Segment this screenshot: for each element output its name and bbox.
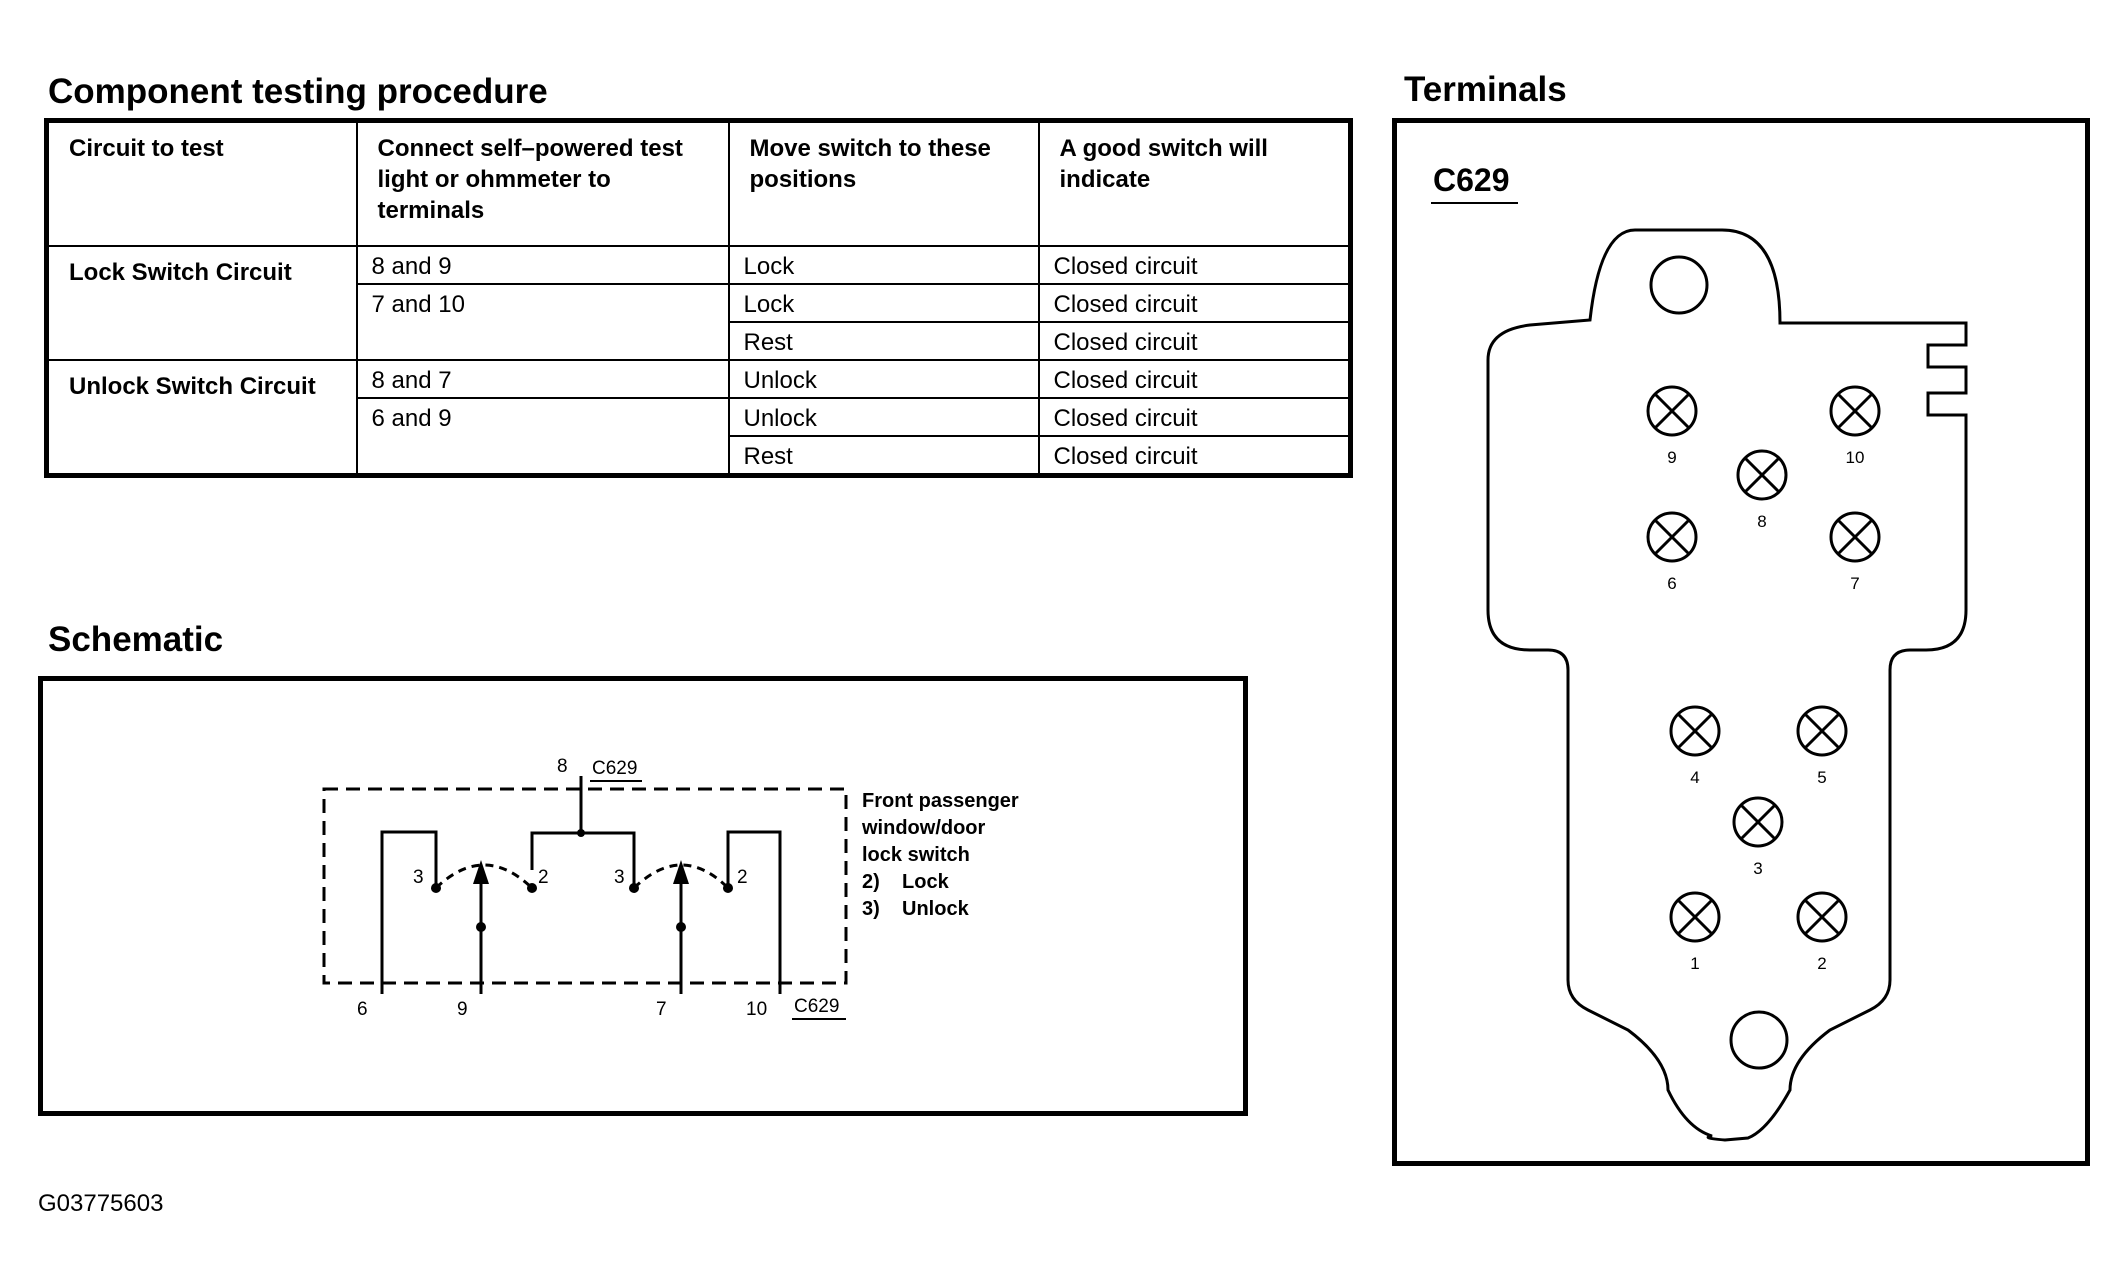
position-cell: Lock: [727, 245, 1040, 285]
table-header-row: Circuit to test Connect self–powered tes…: [45, 119, 1352, 247]
terminal-pin-1: 1: [1669, 891, 1721, 973]
terminal-pin-label: 1: [1690, 954, 1699, 973]
position-cell: Unlock: [727, 359, 1040, 399]
switch-description-line: 2) Lock: [862, 871, 950, 893]
terminals-cell: 7 and 10: [355, 283, 730, 361]
contact-dot: [723, 883, 733, 893]
terminal-pin-9: 9: [1646, 385, 1698, 467]
terminal-pin-label: 6: [1667, 574, 1676, 593]
junction-dot: [577, 829, 585, 837]
switch-description-line: lock switch: [862, 844, 970, 866]
result-cell: Closed circuit: [1037, 283, 1352, 323]
terminal-pin-label: 8: [1757, 512, 1766, 531]
terminal-pin-label: 9: [1667, 448, 1676, 467]
contact-dot: [629, 883, 639, 893]
pin-label: 7: [656, 999, 667, 1020]
column-header: Move switch to these positions: [727, 119, 1040, 247]
position-cell: Lock: [727, 283, 1040, 323]
contact-label: 2: [737, 867, 748, 888]
result-cell: Closed circuit: [1037, 245, 1352, 285]
terminal-pin-label: 7: [1850, 574, 1859, 593]
connector-face-diagram: C629 9 10 8 6 7 4 5 3 1 2: [1431, 162, 1968, 1142]
result-cell: Closed circuit: [1037, 359, 1352, 399]
terminals-cell: 8 and 7: [355, 359, 730, 399]
result-cell: Closed circuit: [1037, 321, 1352, 361]
terminal-pin-label: 10: [1846, 448, 1865, 467]
terminal-pin-10: 10: [1829, 385, 1881, 467]
terminal-pin-label: 5: [1817, 768, 1826, 787]
switch-description-line: 3) Unlock: [862, 898, 970, 920]
terminal-pin-8: 8: [1736, 449, 1788, 531]
junction-dot: [476, 922, 486, 932]
pin-label: 8: [557, 756, 568, 777]
junction-dot: [676, 922, 686, 932]
right-wiper-arrow: [673, 860, 689, 884]
circuit-name: Lock Switch Circuit: [45, 245, 358, 361]
switch-housing-outline: [322, 787, 848, 985]
terminal-pin-label: 4: [1690, 768, 1699, 787]
pin-label: 9: [457, 999, 468, 1020]
connector-outline: [1486, 228, 1968, 1142]
terminal-pin-4: 4: [1669, 705, 1721, 787]
terminal-pin-label: 3: [1753, 859, 1762, 878]
pin-label: 6: [357, 999, 368, 1020]
schematic-panel: 8 C629 3 2 3 2 6 9 7 10 C629 Front passe…: [38, 676, 1248, 1116]
connector-label: C629: [794, 996, 839, 1017]
pin-label: 10: [746, 999, 767, 1020]
switch-description-line: Front passenger: [862, 790, 1019, 812]
table-row: 6 and 9 Unlock Closed circuit: [47, 397, 1352, 477]
table-row: Lock Switch Circuit 8 and 9 Lock Closed …: [45, 245, 1352, 361]
result-cell: Closed circuit: [1037, 435, 1352, 477]
result-cell: Closed circuit: [1037, 397, 1352, 437]
contact-label: 3: [614, 867, 625, 888]
mounting-hole: [1649, 255, 1709, 315]
pin-6-wire: [380, 830, 438, 994]
contact-dot: [527, 883, 537, 893]
pin-10-wire: [726, 830, 782, 994]
terminal-pin-2: 2: [1796, 891, 1848, 973]
procedure-title: Component testing procedure: [48, 72, 548, 111]
schematic-diagram: 8 C629 3 2 3 2 6 9 7 10 C629 Front passe…: [322, 756, 1019, 1020]
contact-dot: [431, 883, 441, 893]
position-cell: Rest: [727, 321, 1040, 361]
terminals-panel: C629 9 10 8 6 7 4 5 3 1 2: [1392, 118, 2090, 1166]
left-wiper-arrow: [473, 860, 489, 884]
table-row: Rest Closed circuit: [47, 435, 1352, 477]
terminals-cell: 8 and 9: [355, 245, 730, 285]
position-cell: Rest: [727, 435, 1040, 477]
terminal-pin-label: 2: [1817, 954, 1826, 973]
terminals-title: Terminals: [1404, 70, 1567, 109]
table-row: Unlock Switch Circuit 8 and 7 Unlock Clo…: [45, 359, 1352, 477]
terminal-pin-6: 6: [1646, 511, 1698, 593]
column-header: A good switch will indicate: [1037, 119, 1352, 247]
switch-description-line: window/door: [861, 817, 986, 839]
table-row: Rest Closed circuit: [47, 321, 1352, 361]
contact-label: 3: [413, 867, 424, 888]
mounting-hole: [1729, 1010, 1789, 1070]
terminal-pin-5: 5: [1796, 705, 1848, 787]
column-header: Circuit to test: [45, 119, 358, 247]
terminal-pin-7: 7: [1829, 511, 1881, 593]
terminals-cell: 6 and 9: [355, 397, 730, 477]
position-cell: Unlock: [727, 397, 1040, 437]
circuit-name: Unlock Switch Circuit: [45, 359, 358, 477]
schematic-title: Schematic: [48, 620, 224, 659]
component-testing-table: Circuit to test Connect self–powered tes…: [44, 118, 1353, 478]
contact-label: 2: [538, 867, 549, 888]
figure-id: G03775603: [38, 1190, 164, 1217]
connector-label: C629: [592, 758, 637, 779]
table-row: 7 and 10 Lock Closed circuit: [47, 283, 1352, 361]
column-header: Connect self–powered test light or ohmme…: [355, 119, 730, 247]
terminal-pin-3: 3: [1732, 796, 1784, 878]
connector-label: C629: [1433, 162, 1510, 198]
